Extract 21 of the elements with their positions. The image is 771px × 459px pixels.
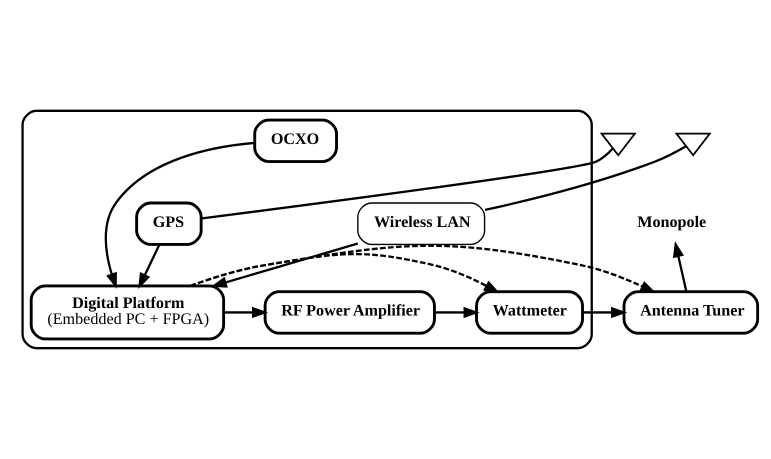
node-box: OCXO: [253, 118, 338, 163]
arrow: [190, 244, 656, 294]
arrow: [582, 306, 628, 318]
arrow: [210, 242, 358, 288]
arrow: [104, 142, 255, 289]
cluster: [21, 110, 593, 350]
node-picture: [600, 132, 637, 157]
node-picture: [674, 132, 712, 157]
node-box: Wireless LAN: [357, 202, 486, 246]
arrow: [434, 306, 480, 318]
node-box: Wattmeter: [475, 290, 584, 335]
node-text: Monopole: [637, 214, 706, 231]
node-box: GPS: [135, 202, 203, 246]
arrow: [224, 306, 268, 318]
node-box: Antenna Tuner: [622, 290, 760, 335]
connector: [484, 145, 686, 212]
node-box: Digital Platform (Embedded PC + FPGA): [30, 284, 226, 340]
arrow: [138, 244, 161, 289]
connector: [201, 148, 614, 220]
arrow: [672, 241, 688, 292]
node-box: RF Power Amplifier: [264, 290, 436, 335]
